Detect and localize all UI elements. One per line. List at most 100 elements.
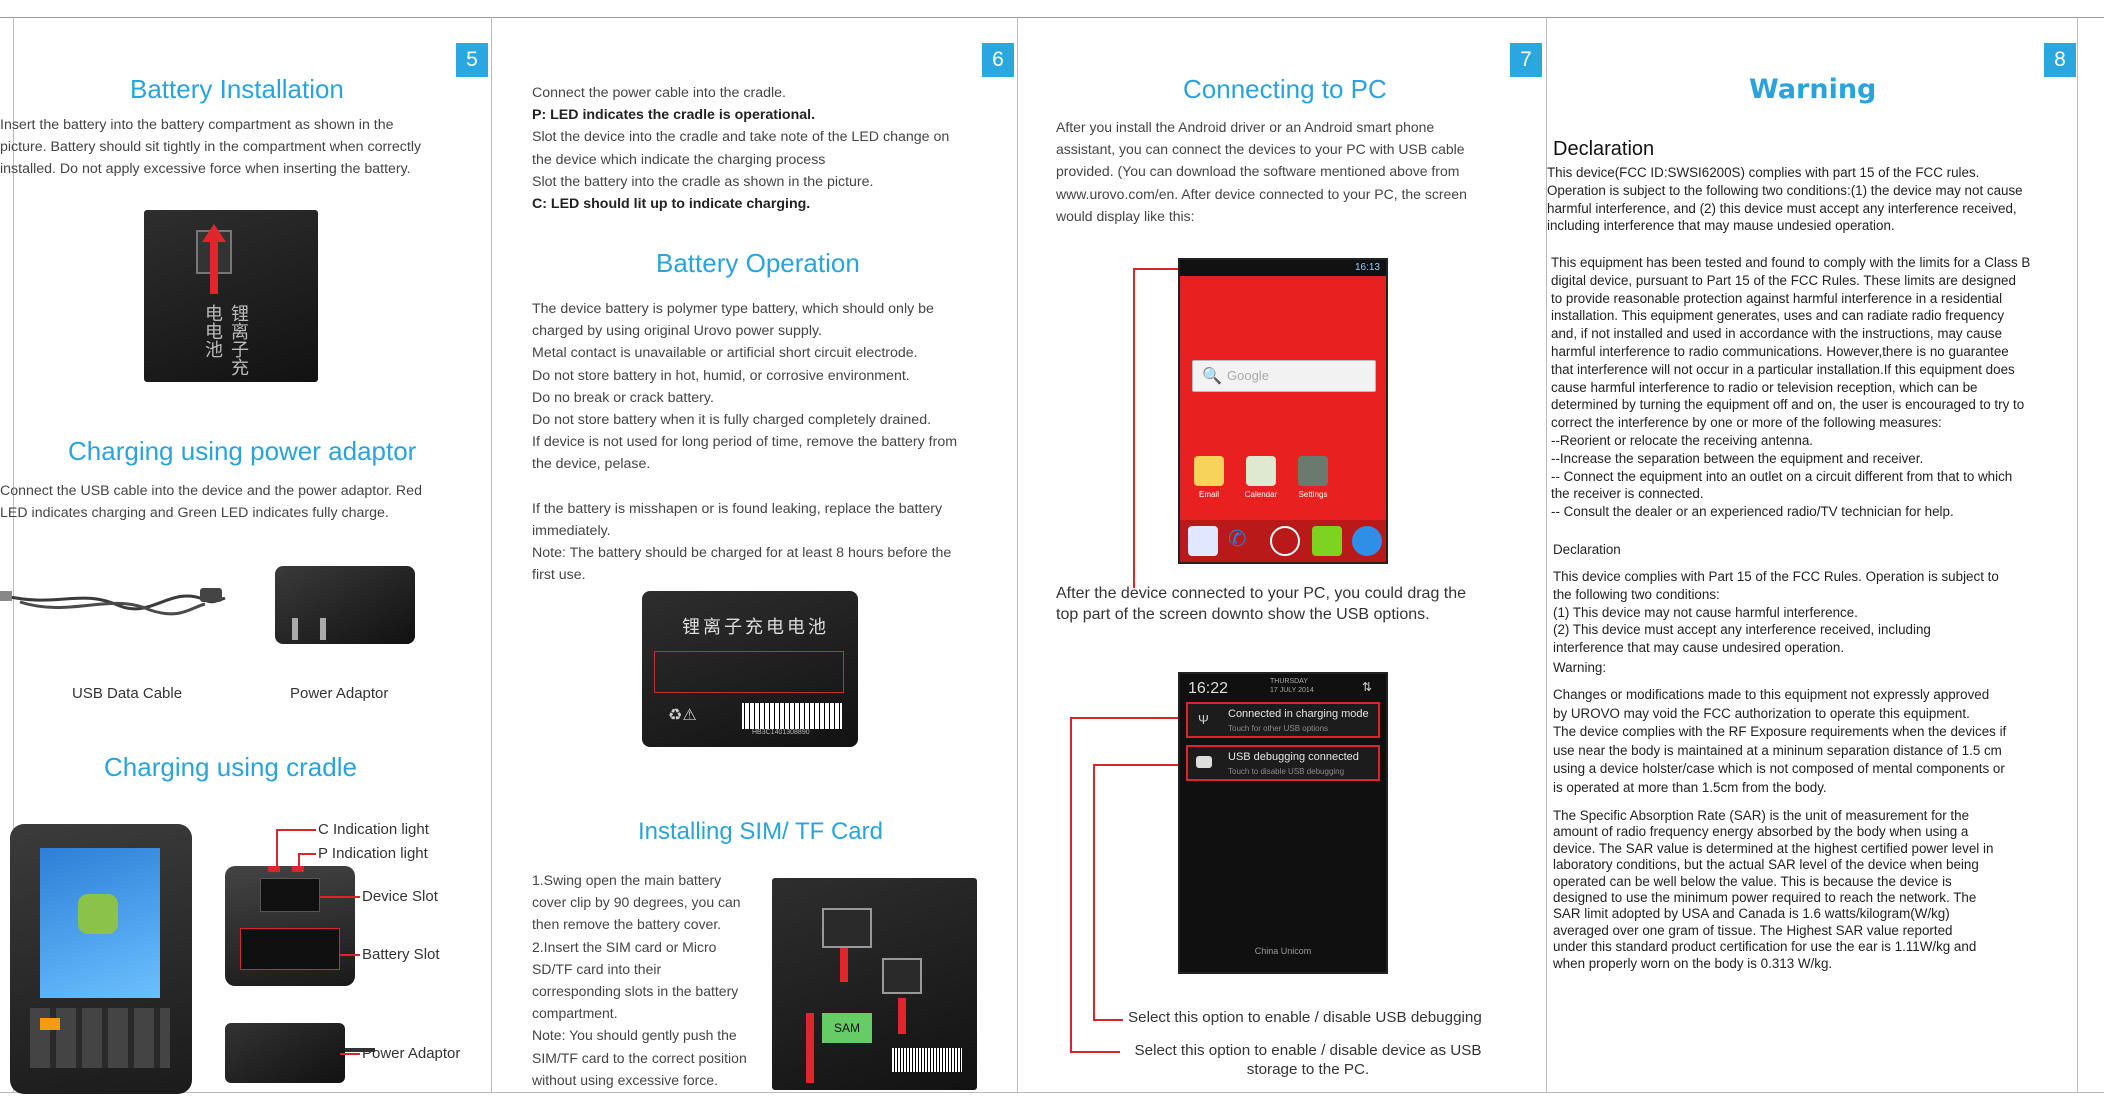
- barcode: [742, 703, 842, 729]
- connector-line: [320, 896, 360, 898]
- text-line: to provide reasonable protection against…: [1551, 290, 2003, 306]
- barcode-number: HB3C1401308890: [752, 729, 810, 736]
- app-label-email: Email: [1198, 490, 1219, 499]
- text-line: determined by turning the equipment off …: [1551, 397, 2025, 413]
- callout-usb-debugging: Select this option to enable / disable U…: [1128, 1009, 1482, 1026]
- drag-instructions: After the device connected to your PC, y…: [1056, 583, 1526, 625]
- notification-charging-mode[interactable]: Ψ Connected in charging mode Touch for o…: [1186, 702, 1380, 738]
- text-line: --Increase the separation between the eq…: [1551, 450, 1924, 466]
- notification-usb-debugging[interactable]: USB debugging connected Touch to disable…: [1186, 745, 1380, 781]
- text-line: After you install the Android driver or …: [1056, 119, 1435, 135]
- text-line: The device complies with the RF Exposure…: [1553, 724, 2007, 740]
- text-line: Changes or modifications made to this eq…: [1553, 687, 1990, 702]
- page-5: 5 Battery Installation Insert the batter…: [0, 18, 491, 1094]
- text-line: under this standard product certificatio…: [1553, 939, 1977, 955]
- text-line: Operation is subject to the following tw…: [1547, 182, 2023, 198]
- google-search-bar[interactable]: Google: [1192, 360, 1376, 392]
- connector-line: [1070, 1051, 1120, 1053]
- text-line: SIM/TF card to the correct position: [532, 1049, 747, 1066]
- barcode: [892, 1048, 962, 1072]
- contacts-icon[interactable]: [1188, 526, 1218, 556]
- text-line: The Specific Absorption Rate (SAR) is th…: [1553, 808, 1970, 823]
- keypad: [30, 1008, 170, 1068]
- carrier-label: China Unicom: [1254, 946, 1312, 956]
- text-line: This equipment has been tested and found…: [1551, 255, 2031, 270]
- page-divider: [491, 17, 492, 1093]
- charging-adaptor-text: Connect the USB cable into the device an…: [0, 480, 470, 524]
- connector-line: [340, 954, 360, 956]
- double-arrow-icon: [806, 1013, 814, 1083]
- connector-line: [1070, 717, 1072, 1053]
- battery-print: 锂离子充电电池: [203, 304, 249, 376]
- connector-line: [298, 853, 316, 855]
- connector-line: [298, 853, 300, 867]
- text-line: correct the interference by one or more …: [1551, 415, 1942, 431]
- plug-pin-icon: [320, 618, 326, 640]
- text-line: use near the body is maintained at a min…: [1553, 742, 2002, 758]
- text-line: would display like this:: [1056, 207, 1195, 224]
- text-line: The device battery is polymer type batte…: [532, 301, 934, 317]
- notification-subtitle: Touch to disable USB debugging: [1228, 767, 1345, 776]
- usb-notification-screenshot: 16:22 THURSDAY 17 JULY 2014 ⇅ Ψ Connecte…: [1178, 672, 1388, 974]
- callout-usb-storage-line2: storage to the PC.: [1246, 1061, 1370, 1078]
- c-led: [268, 866, 280, 872]
- page-6: 6 Connect the power cable into the cradl…: [492, 18, 1017, 1092]
- calendar-icon[interactable]: [1246, 456, 1276, 486]
- text-line: harmful interference to radio communicat…: [1551, 343, 2009, 359]
- section-title-battery-operation: Battery Operation: [656, 248, 860, 278]
- text-line: by UROVO may void the FCC authorization …: [1553, 705, 1970, 721]
- sim-slot: [822, 908, 872, 948]
- search-icon: 🔍: [1202, 368, 1222, 385]
- sim-slot-photo: SAM: [772, 878, 977, 1090]
- text-line: designed to use the minimum power requir…: [1553, 890, 1977, 906]
- usb-icon: Ψ: [1198, 712, 1209, 727]
- app-drawer-icon[interactable]: [1270, 526, 1300, 556]
- p-led: [292, 866, 304, 872]
- arrow-up-icon: [898, 998, 906, 1034]
- text-line: -- Consult the dealer or an experienced …: [1551, 504, 1954, 520]
- text-line: the device which indicate the charging p…: [532, 151, 826, 168]
- page-number: 5: [456, 43, 488, 77]
- text-line: the receiver is connected.: [1551, 486, 1704, 502]
- settings-icon[interactable]: [1298, 456, 1328, 486]
- usb-cable-caption: USB Data Cable: [72, 685, 183, 702]
- blank-line: [532, 476, 982, 498]
- section-title-connecting-pc: Connecting to PC: [1183, 74, 1387, 104]
- connector-line: [1093, 764, 1095, 1021]
- text-line: operated can be well below the value. Th…: [1553, 873, 1952, 889]
- browser-icon[interactable]: [1352, 526, 1382, 556]
- text-line: Insert the battery into the battery comp…: [0, 117, 394, 133]
- text-line: picture. Battery should sit tightly in t…: [0, 139, 422, 156]
- battery-label: 锂离子充电电池: [682, 617, 829, 637]
- text-line: averaged over one gram of tissue. The Hi…: [1553, 922, 1953, 938]
- page-divider: [1017, 17, 1018, 1093]
- text-line: If the battery is misshapen or is found …: [532, 500, 943, 517]
- android-icon: [78, 894, 118, 934]
- text-line: Metal contact is unavailable or artifici…: [532, 345, 918, 362]
- text-line: SD/TF card into their: [532, 960, 662, 977]
- text-line-bold: P: LED indicates the cradle is operation…: [532, 107, 816, 124]
- page-divider: [1546, 17, 1547, 1093]
- text-line: Slot the device into the cradle and take…: [532, 129, 950, 146]
- recycle-icon: ♻⚠: [668, 707, 697, 724]
- email-icon[interactable]: [1194, 456, 1224, 486]
- callout-c-indication: C Indication light: [318, 821, 429, 838]
- phone-icon[interactable]: ✆: [1228, 526, 1247, 551]
- text-line: www.urovo.com/en. After device connected…: [1056, 185, 1467, 202]
- page-number: 7: [1510, 43, 1542, 77]
- text-line: Connect the USB cable into the device an…: [0, 483, 422, 499]
- text-line: Do not store battery when it is fully ch…: [532, 412, 932, 429]
- notification-time: 16:22: [1188, 680, 1229, 697]
- text-line: Do not store battery in hot, humid, or c…: [532, 367, 910, 384]
- quick-settings-icon[interactable]: ⇅: [1362, 680, 1373, 694]
- text-line: immediately.: [532, 522, 611, 539]
- callout-device-slot: Device Slot: [362, 888, 438, 905]
- power-adaptor-photo: [275, 566, 415, 644]
- battery-photo: 锂离子充电电池 HB3C1401308890 ♻⚠: [642, 591, 858, 747]
- battery-slot: [240, 928, 340, 970]
- app-label-settings: Settings: [1298, 490, 1328, 499]
- messaging-icon[interactable]: [1312, 526, 1342, 556]
- battery-compartment-photo: 锂离子充电电池: [144, 210, 318, 382]
- text-line: and, if not installed and used in accord…: [1551, 326, 2003, 342]
- notification-title: USB debugging connected: [1228, 751, 1359, 763]
